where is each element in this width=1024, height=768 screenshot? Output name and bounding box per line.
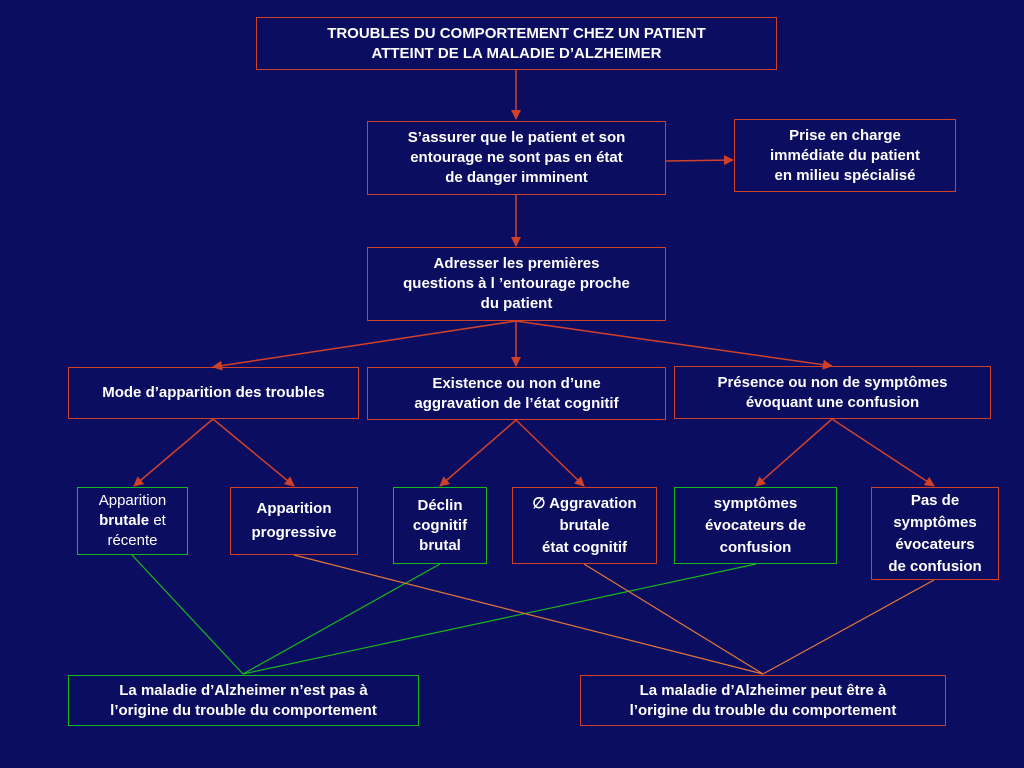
arrow-questions-to-onset — [212, 320, 517, 371]
sudden-decline-box: Déclin cognitif brutal — [393, 487, 487, 564]
cognitive-aggravation-box: Existence ou non d’une aggravation de l’… — [367, 367, 666, 420]
no-aggravation-label: ∅ Aggravation brutale état cognitif — [532, 494, 637, 556]
line-decline-to-conclusion-not — [242, 563, 441, 675]
arrow-confusion-to-symptoms — [755, 418, 833, 487]
line-progressive-to-conclusion-may — [293, 554, 764, 675]
arrow-confusion-to-no-symptoms — [831, 418, 935, 487]
specialized-care-box: Prise en charge immédiate du patient en … — [734, 119, 956, 192]
arrow-onset-to-progressive — [212, 418, 295, 487]
confusion-symptoms-present-box: symptômes évocateurs de confusion — [674, 487, 837, 564]
no-aggravation-box: ∅ Aggravation brutale état cognitif — [512, 487, 657, 564]
safety-check-box: S’assurer que le patient et son entourag… — [367, 121, 666, 195]
onset-mode-box: Mode d’apparition des troubles — [68, 367, 359, 419]
line-no-aggravation-to-conclusion-may — [583, 563, 764, 675]
first-questions-box: Adresser les premières questions à l ’en… — [367, 247, 666, 321]
line-sudden-to-conclusion-not — [131, 554, 244, 675]
line-no-symptoms-to-conclusion-may — [762, 579, 935, 675]
arrow-onset-to-sudden — [133, 418, 214, 487]
progressive-onset-box: Apparition progressive — [230, 487, 358, 555]
line-symptoms-to-conclusion-not — [242, 563, 757, 675]
confusion-symptoms-box: Présence ou non de symptômes évoquant un… — [674, 366, 991, 419]
no-confusion-symptoms-box: Pas de symptômes évocateurs de confusion — [871, 487, 999, 580]
empty-set-icon: ∅ — [532, 494, 546, 512]
arrow-cognitive-to-decline — [439, 419, 517, 487]
title-box: TROUBLES DU COMPORTEMENT CHEZ UN PATIENT… — [256, 17, 777, 70]
conclusion-not-alzheimer-box: La maladie d’Alzheimer n’est pas à l’ori… — [68, 675, 419, 726]
arrow-safety-to-care — [665, 155, 734, 166]
conclusion-may-be-alzheimer-box: La maladie d’Alzheimer peut être à l’ori… — [580, 675, 946, 726]
arrow-cognitive-to-no-aggravation — [515, 419, 585, 487]
arrow-questions-to-confusion — [515, 320, 833, 370]
